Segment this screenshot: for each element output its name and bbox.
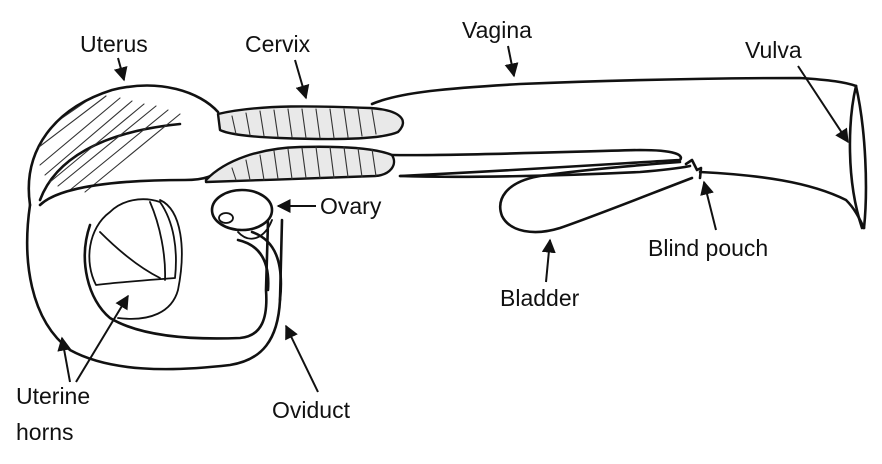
- oviduct: [236, 230, 283, 302]
- label-bladder: Bladder: [500, 285, 580, 311]
- arrow-blind-pouch: [700, 180, 717, 231]
- ovary: [210, 188, 274, 240]
- uterus-hatching: [32, 95, 181, 193]
- blind-pouch: [684, 158, 703, 180]
- label-oviduct: Oviduct: [272, 397, 351, 423]
- cervix: [204, 105, 405, 184]
- arrow-uterine-horns-b: [75, 294, 129, 383]
- label-vulva: Vulva: [745, 37, 802, 63]
- arrow-oviduct: [285, 324, 319, 393]
- label-cervix: Cervix: [245, 31, 311, 57]
- arrow-vagina: [504, 45, 519, 78]
- label-ovary: Ovary: [320, 193, 382, 219]
- vagina-tube: [370, 76, 868, 230]
- label-uterine-horns-line2: horns: [16, 419, 74, 445]
- cervix-hatching: [231, 108, 377, 181]
- label-vagina: Vagina: [462, 17, 532, 43]
- arrow-uterine-horns-a: [57, 336, 72, 383]
- arrow-bladder: [541, 238, 556, 283]
- bladder: [499, 160, 694, 234]
- uterine-horns: [25, 166, 284, 371]
- arrow-uterus: [113, 57, 128, 82]
- uterus-body: [27, 84, 220, 207]
- arrow-vulva: [797, 65, 849, 144]
- arrow-cervix: [294, 59, 310, 100]
- label-uterus: Uterus: [80, 31, 148, 57]
- label-uterine-horns-line1: Uterine: [16, 383, 90, 409]
- label-blind-pouch: Blind pouch: [648, 235, 768, 261]
